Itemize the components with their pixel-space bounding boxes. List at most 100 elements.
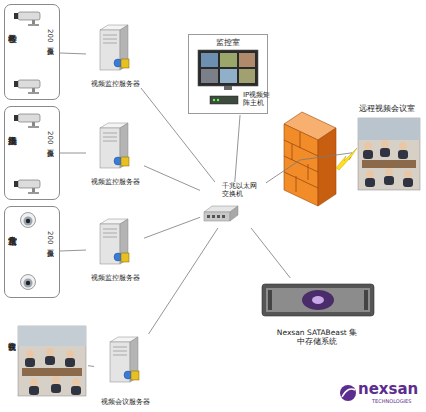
monitor-wall-part [201,69,218,83]
remote-room-photo-part [362,160,416,168]
camera-group-box: 操场及街道200万摄像头 [4,106,60,200]
node-label: 远程视频会议室 [352,104,422,113]
remote-room-photo-part [365,170,375,187]
switch-icon-part [204,212,230,221]
monitor-wall-part [224,86,232,90]
storage-chassis-part [266,288,370,312]
video-room-photo-part [18,326,86,346]
switch-icon-part [207,215,210,218]
camera-group-part [14,80,40,94]
network-link [235,115,240,182]
matrix-device-part [217,99,219,101]
remote-room-photo [358,118,420,190]
network-link [60,153,86,154]
monitor-wall-part [201,53,218,67]
firewall-icon-part [318,128,336,206]
switch-icon-part [217,215,220,218]
node-label: 视频监控服务器 [86,274,144,282]
camera-label: 200万摄像头 [46,29,54,42]
monitor-wall [198,50,258,90]
firewall-icon-part [284,124,318,206]
network-link [251,228,290,278]
node-label: 视频监控服务器 [86,80,144,88]
remote-room-photo-part [398,142,408,159]
storage-chassis [262,284,374,316]
switch-icon-part [212,215,215,218]
remote-room-photo-part [363,142,373,159]
video-room-photo-part [18,326,86,396]
node-label: 千兆以太网交换机 [222,182,262,199]
video-room-photo-part [45,348,55,365]
storage-chassis-part [302,290,334,310]
remote-room-photo-part [384,168,394,185]
lightning-bolt [336,148,357,170]
server-icon [100,25,139,382]
server-node: 视频监控服务器 [86,216,144,282]
remote-room-photo-part [358,118,420,140]
storage-chassis-part [268,290,272,310]
logo-swoosh-part [342,389,355,397]
matrix-device [210,96,238,104]
matrix-device-part [213,99,215,101]
node-label: Nexsan SATABeast 集中存储系统 [275,328,359,346]
switch-icon-part [222,215,225,218]
camera-group-box: 宿舍及食堂200万摄像头 [4,206,60,298]
remote-room-photo-part [403,170,413,187]
network-link [144,166,200,191]
server-icon-part [100,123,129,168]
storage-chassis-part [312,296,324,304]
storage-chassis-part [262,284,374,316]
video-room-photo-part [22,368,82,376]
node-label: 监控室 [189,38,267,48]
conference-room: 视频会议室 [6,322,88,400]
network-link [60,53,86,55]
matrix-device-part [210,96,238,104]
video-room-photo-part [25,350,35,367]
monitor-wall-part [220,69,237,83]
storage-system: Nexsan SATABeast 集中存储系统 [256,278,378,346]
camera-group-part [14,114,40,128]
camera-group-part [21,213,36,228]
camera-group [14,12,40,290]
server-node: 视频监控服务器 [86,22,144,88]
storage-chassis-part [364,290,368,310]
node-label: IP视频矩阵主机 [243,91,271,108]
video-room-photo [18,326,86,396]
node-label: 视频会议服务器 [94,398,156,406]
node-label: 视频监控服务器 [86,178,144,186]
network-link [149,228,218,334]
network-link [88,365,94,367]
camera-group-part [21,275,36,290]
remote-conference-room: 远程视频会议室 [352,102,422,194]
lightning-bolt-part [336,148,357,170]
camera-group-part [14,180,40,194]
camera-group-box: 各教学楼200万摄像头 [4,4,60,100]
server-node: 视频会议服务器 [94,334,156,406]
network-link [266,153,352,183]
monitor-wall-part [239,53,255,67]
video-room-photo-part [65,350,75,367]
server-icon-part [100,219,129,264]
firewall-icon-part [284,132,318,192]
video-room-photo-part [71,378,81,395]
server-icon-part [100,25,129,70]
network-link [144,217,200,238]
matrix-host: IP视频矩阵主机 [209,91,273,115]
firewall-icon [284,112,336,206]
logo-subtext: TECHNOLOGIES [372,399,411,404]
video-room-photo-part [51,376,61,393]
server-node: 视频监控服务器 [86,120,144,186]
monitor-wall-part [239,69,255,83]
network-link [141,88,215,182]
logo-swoosh-part [340,385,356,401]
network-switch: 千兆以太网交换机 [200,182,266,228]
monitor-wall-part [198,50,258,86]
switch-icon [204,206,238,221]
camera-group-part [14,12,40,26]
camera-label: 200万摄像头 [46,231,54,244]
logo-text: nexsan [358,382,418,397]
server-icon-part [110,337,139,382]
